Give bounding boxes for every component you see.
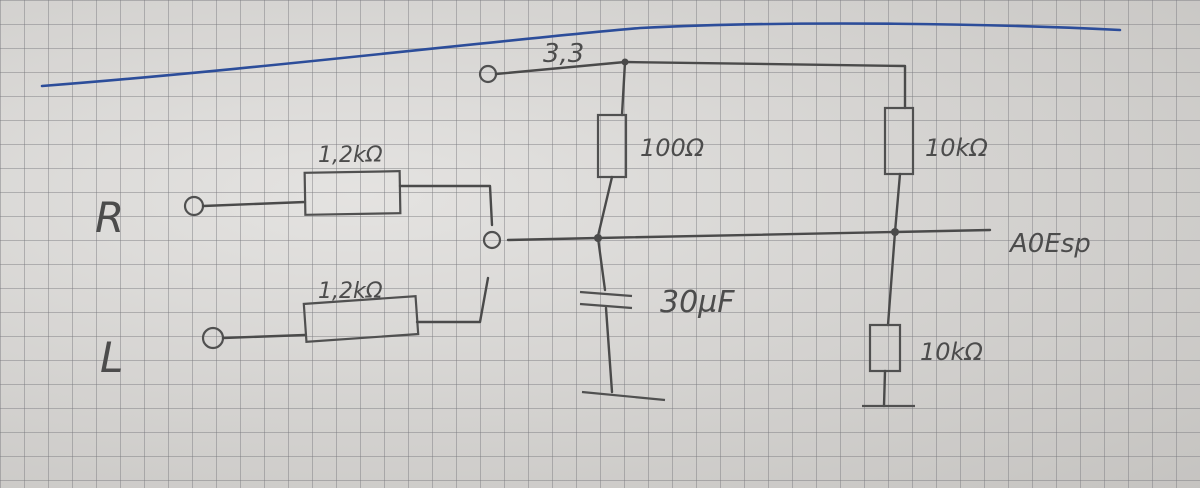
- input-terminal-l: [201, 326, 225, 350]
- supply-terminal: [478, 64, 498, 84]
- label-resistor-10k-bottom: 10kΩ: [920, 338, 983, 366]
- ground-symbol-capacitor: [581, 390, 666, 402]
- wire-to-capacitor: [596, 236, 607, 292]
- label-resistor-100-ohm: 100Ω: [640, 134, 705, 162]
- label-output-a0esp: A0Esp: [1008, 229, 1091, 259]
- wire-to-10k-bottom: [886, 230, 897, 327]
- mixing-junction-circle: [482, 230, 502, 250]
- wire-capacitor-to-ground: [604, 306, 614, 394]
- wire-10k-top-to-node: [893, 172, 902, 234]
- label-input-r: R: [95, 193, 124, 242]
- capacitor-plate-bottom: [579, 302, 633, 310]
- resistor-100-ohm: [596, 113, 628, 179]
- resistor-10k-bottom: [868, 323, 902, 373]
- input-terminal-r: [183, 195, 205, 217]
- wire-l-resistor-to-join: [415, 276, 490, 324]
- resistor-1k2-bottom: [302, 294, 420, 344]
- label-resistor-10k-top: 10kΩ: [925, 134, 988, 162]
- wire-l-input: [221, 333, 307, 340]
- wire-to-100-ohm: [620, 60, 627, 117]
- resistor-1k2-top: [303, 170, 402, 216]
- label-resistor-1k2-top: 1,2kΩ: [318, 143, 383, 168]
- top-rail-wire: [623, 60, 907, 110]
- label-supply-voltage: 3,3: [543, 39, 584, 69]
- wire-10k-bottom-to-ground: [882, 369, 887, 408]
- wire-r-input: [201, 200, 307, 208]
- output-node-wire: [506, 228, 992, 242]
- resistor-10k-top: [883, 106, 915, 176]
- blue-pen-line: [40, 22, 1122, 88]
- label-input-l: L: [100, 333, 123, 382]
- capacitor-plate-top: [579, 290, 633, 298]
- label-capacitor: 30µF: [660, 285, 735, 320]
- supply-wire: [494, 60, 627, 76]
- label-resistor-1k2-bottom: 1,2kΩ: [318, 279, 383, 304]
- wire-r-resistor-to-join: [398, 184, 494, 227]
- wire-100-ohm-to-node: [596, 175, 614, 238]
